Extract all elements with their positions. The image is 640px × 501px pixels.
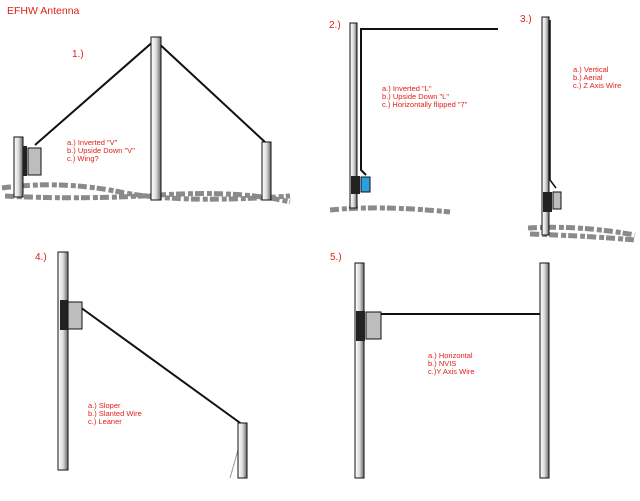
- name: b.) Upside Down "L": [382, 92, 450, 101]
- name: c.) Leaner: [88, 417, 122, 426]
- diagram-3-vertical: [541, 16, 562, 236]
- name: a.) Horizontal: [428, 351, 473, 360]
- name: a.) Vertical: [573, 65, 609, 74]
- name: c.) Z Axis Wire: [573, 81, 622, 90]
- diagram-2-names: a.) Inverted "L" b.) Upside Down "L" c.)…: [382, 85, 467, 109]
- diagram-4-sloper: [57, 251, 248, 479]
- diagram-2-number: 2.): [329, 20, 341, 31]
- name: b.) NVIS: [428, 359, 457, 368]
- name: a.) Inverted "V": [67, 138, 118, 147]
- diagram-2-inverted-l: [349, 22, 498, 209]
- name: c.) Wing?: [67, 154, 99, 163]
- name: a.) Inverted "L": [382, 84, 432, 93]
- diagram-5-names: a.) Horizontal b.) NVIS c.)Y Axis Wire: [428, 352, 475, 376]
- diagram-1-number: 1.): [72, 49, 84, 60]
- ground-grass: [1, 182, 636, 243]
- diagram-4-number: 4.): [35, 252, 47, 263]
- diagram-4-names: a.) Sloper b.) Slanted Wire c.) Leaner: [88, 402, 142, 426]
- diagram-5-horizontal: [354, 262, 550, 479]
- name: b.) Aerial: [573, 73, 603, 82]
- name: a.) Sloper: [88, 401, 121, 410]
- page-title: EFHW Antenna: [7, 5, 80, 17]
- name: b.) Upside Down "V": [67, 146, 135, 155]
- name: c.)Y Axis Wire: [428, 367, 475, 376]
- diagram-3-number: 3.): [520, 14, 532, 25]
- name: c.) Horizontally flipped "7": [382, 100, 468, 109]
- name: b.) Slanted Wire: [88, 409, 142, 418]
- diagram-5-number: 5.): [330, 252, 342, 263]
- diagram-1-names: a.) Inverted "V" b.) Upside Down "V" c.)…: [67, 139, 135, 163]
- diagram-3-names: a.) Vertical b.) Aerial c.) Z Axis Wire: [573, 66, 621, 90]
- diagram-1-inverted-v: [13, 36, 272, 201]
